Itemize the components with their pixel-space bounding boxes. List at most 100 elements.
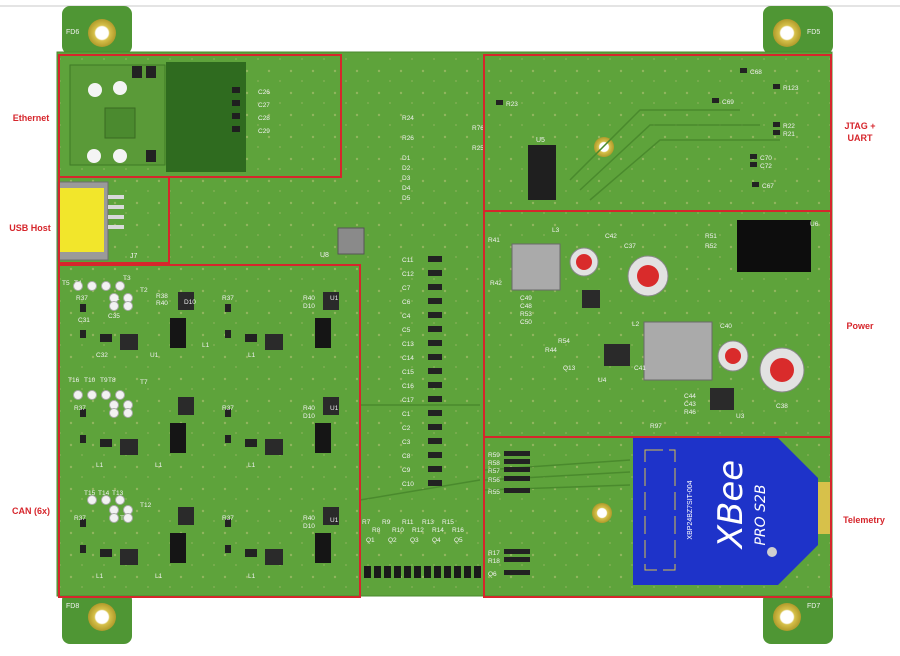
test-point (115, 281, 125, 291)
designator-telemetry: R55 (488, 489, 500, 496)
test-point (109, 408, 119, 418)
designator-power: C42 (605, 233, 617, 240)
smd-part (750, 154, 757, 159)
designator-power: U4 (598, 377, 607, 384)
can-part (265, 334, 283, 350)
label-can: CAN (6x) (11, 506, 50, 516)
outline-telemetry (483, 436, 832, 598)
label-jtag-uart: JTAG + UART (844, 121, 876, 143)
smd-part (504, 451, 530, 456)
smd-part (428, 382, 442, 388)
smd-part (464, 566, 471, 578)
designator-bottom: R15 (442, 519, 454, 526)
smd-part (374, 566, 381, 578)
usb-designator: J7 (130, 253, 138, 260)
designator-power: C41 (634, 365, 646, 372)
mcu-designator: U8 (320, 252, 329, 259)
smd-part (428, 466, 442, 472)
smd-part (750, 162, 757, 167)
designator-can: R40 (303, 515, 315, 522)
designator-jtag: C68 (750, 69, 762, 76)
ethernet-connector (69, 62, 246, 172)
can-part (225, 545, 231, 553)
smd-part (428, 312, 442, 318)
smd-part (454, 566, 461, 578)
designator-center: C3 (402, 439, 411, 446)
can-part (323, 292, 339, 310)
designator-center-top: D1 (402, 155, 411, 162)
xbee-model: PRO S2B (753, 484, 769, 545)
mcu-chip (337, 227, 365, 255)
designator-can: L1 (248, 352, 256, 359)
designator-bottom: R12 (412, 527, 424, 534)
smd-part (232, 100, 240, 106)
designator-power: C40 (720, 323, 732, 330)
can-channel (225, 397, 339, 455)
designator-can: R37 (74, 405, 86, 412)
can-part (170, 423, 186, 453)
designator-center: C2 (402, 425, 411, 432)
designator-telemetry: R18 (488, 558, 500, 565)
designator-jtag: R123 (783, 85, 799, 92)
can-part (245, 439, 257, 447)
can-channel (80, 507, 194, 565)
section-outlines (58, 54, 832, 598)
designator-center: C6 (402, 299, 411, 306)
smd-part (504, 476, 530, 481)
smd-part (428, 438, 442, 444)
smd-part (424, 566, 431, 578)
designator-can: T13 (112, 490, 124, 497)
smd-part (504, 467, 530, 472)
designator-can: D10 (184, 299, 196, 306)
designator-center-top: D2 (402, 165, 411, 172)
designator-center: C15 (402, 369, 414, 376)
can-part (265, 439, 283, 455)
designator-bottom: Q4 (432, 537, 441, 544)
can-part (225, 519, 231, 527)
designator-center: C17 (402, 397, 414, 404)
smd-part (232, 126, 240, 132)
designator-center-top: R76 (472, 125, 484, 132)
designator-bottom: Q1 (366, 537, 375, 544)
can-part (80, 330, 86, 338)
designator-can: R37 (74, 515, 86, 522)
xbee-part: XBP24BZ7SIT-004 (687, 480, 694, 539)
designator-can: R40 (303, 295, 315, 302)
designator-can: D10 (303, 523, 315, 530)
test-point (73, 390, 83, 400)
designator-can: L1 (96, 462, 104, 469)
can-part (225, 304, 231, 312)
can-part (225, 435, 231, 443)
smd-part (444, 566, 451, 578)
test-point (101, 390, 111, 400)
uart-designator: U5 (536, 137, 545, 144)
can-part (100, 439, 112, 447)
designator-jtag: C67 (762, 183, 774, 190)
designator-bottom: R13 (422, 519, 434, 526)
can-part (245, 334, 257, 342)
designator-can: L1 (155, 462, 163, 469)
designator-bottom: R16 (452, 527, 464, 534)
designator-can: R40 (156, 300, 168, 307)
test-point (123, 408, 133, 418)
designator-center: C13 (402, 341, 414, 348)
designator-center-top: R24 (402, 115, 414, 122)
designator-power: C48 (520, 303, 532, 310)
designator-can: C32 (96, 352, 108, 359)
can-part (80, 409, 86, 417)
smd-part (364, 566, 371, 578)
smd-part (428, 270, 442, 276)
hole-label-fd5: FD5 (807, 29, 820, 36)
smd-part (428, 284, 442, 290)
smd-part (428, 410, 442, 416)
can-part (80, 435, 86, 443)
designator-can: R37 (222, 405, 234, 412)
designator-power: R42 (490, 280, 502, 287)
can-channel (225, 507, 339, 565)
can-part (100, 334, 112, 342)
hole-label-fd8: FD8 (66, 603, 79, 610)
designator-can: R38 (156, 293, 168, 300)
xbee-module: XBee PRO S2B XBP24BZ7SIT-004 (633, 438, 830, 585)
